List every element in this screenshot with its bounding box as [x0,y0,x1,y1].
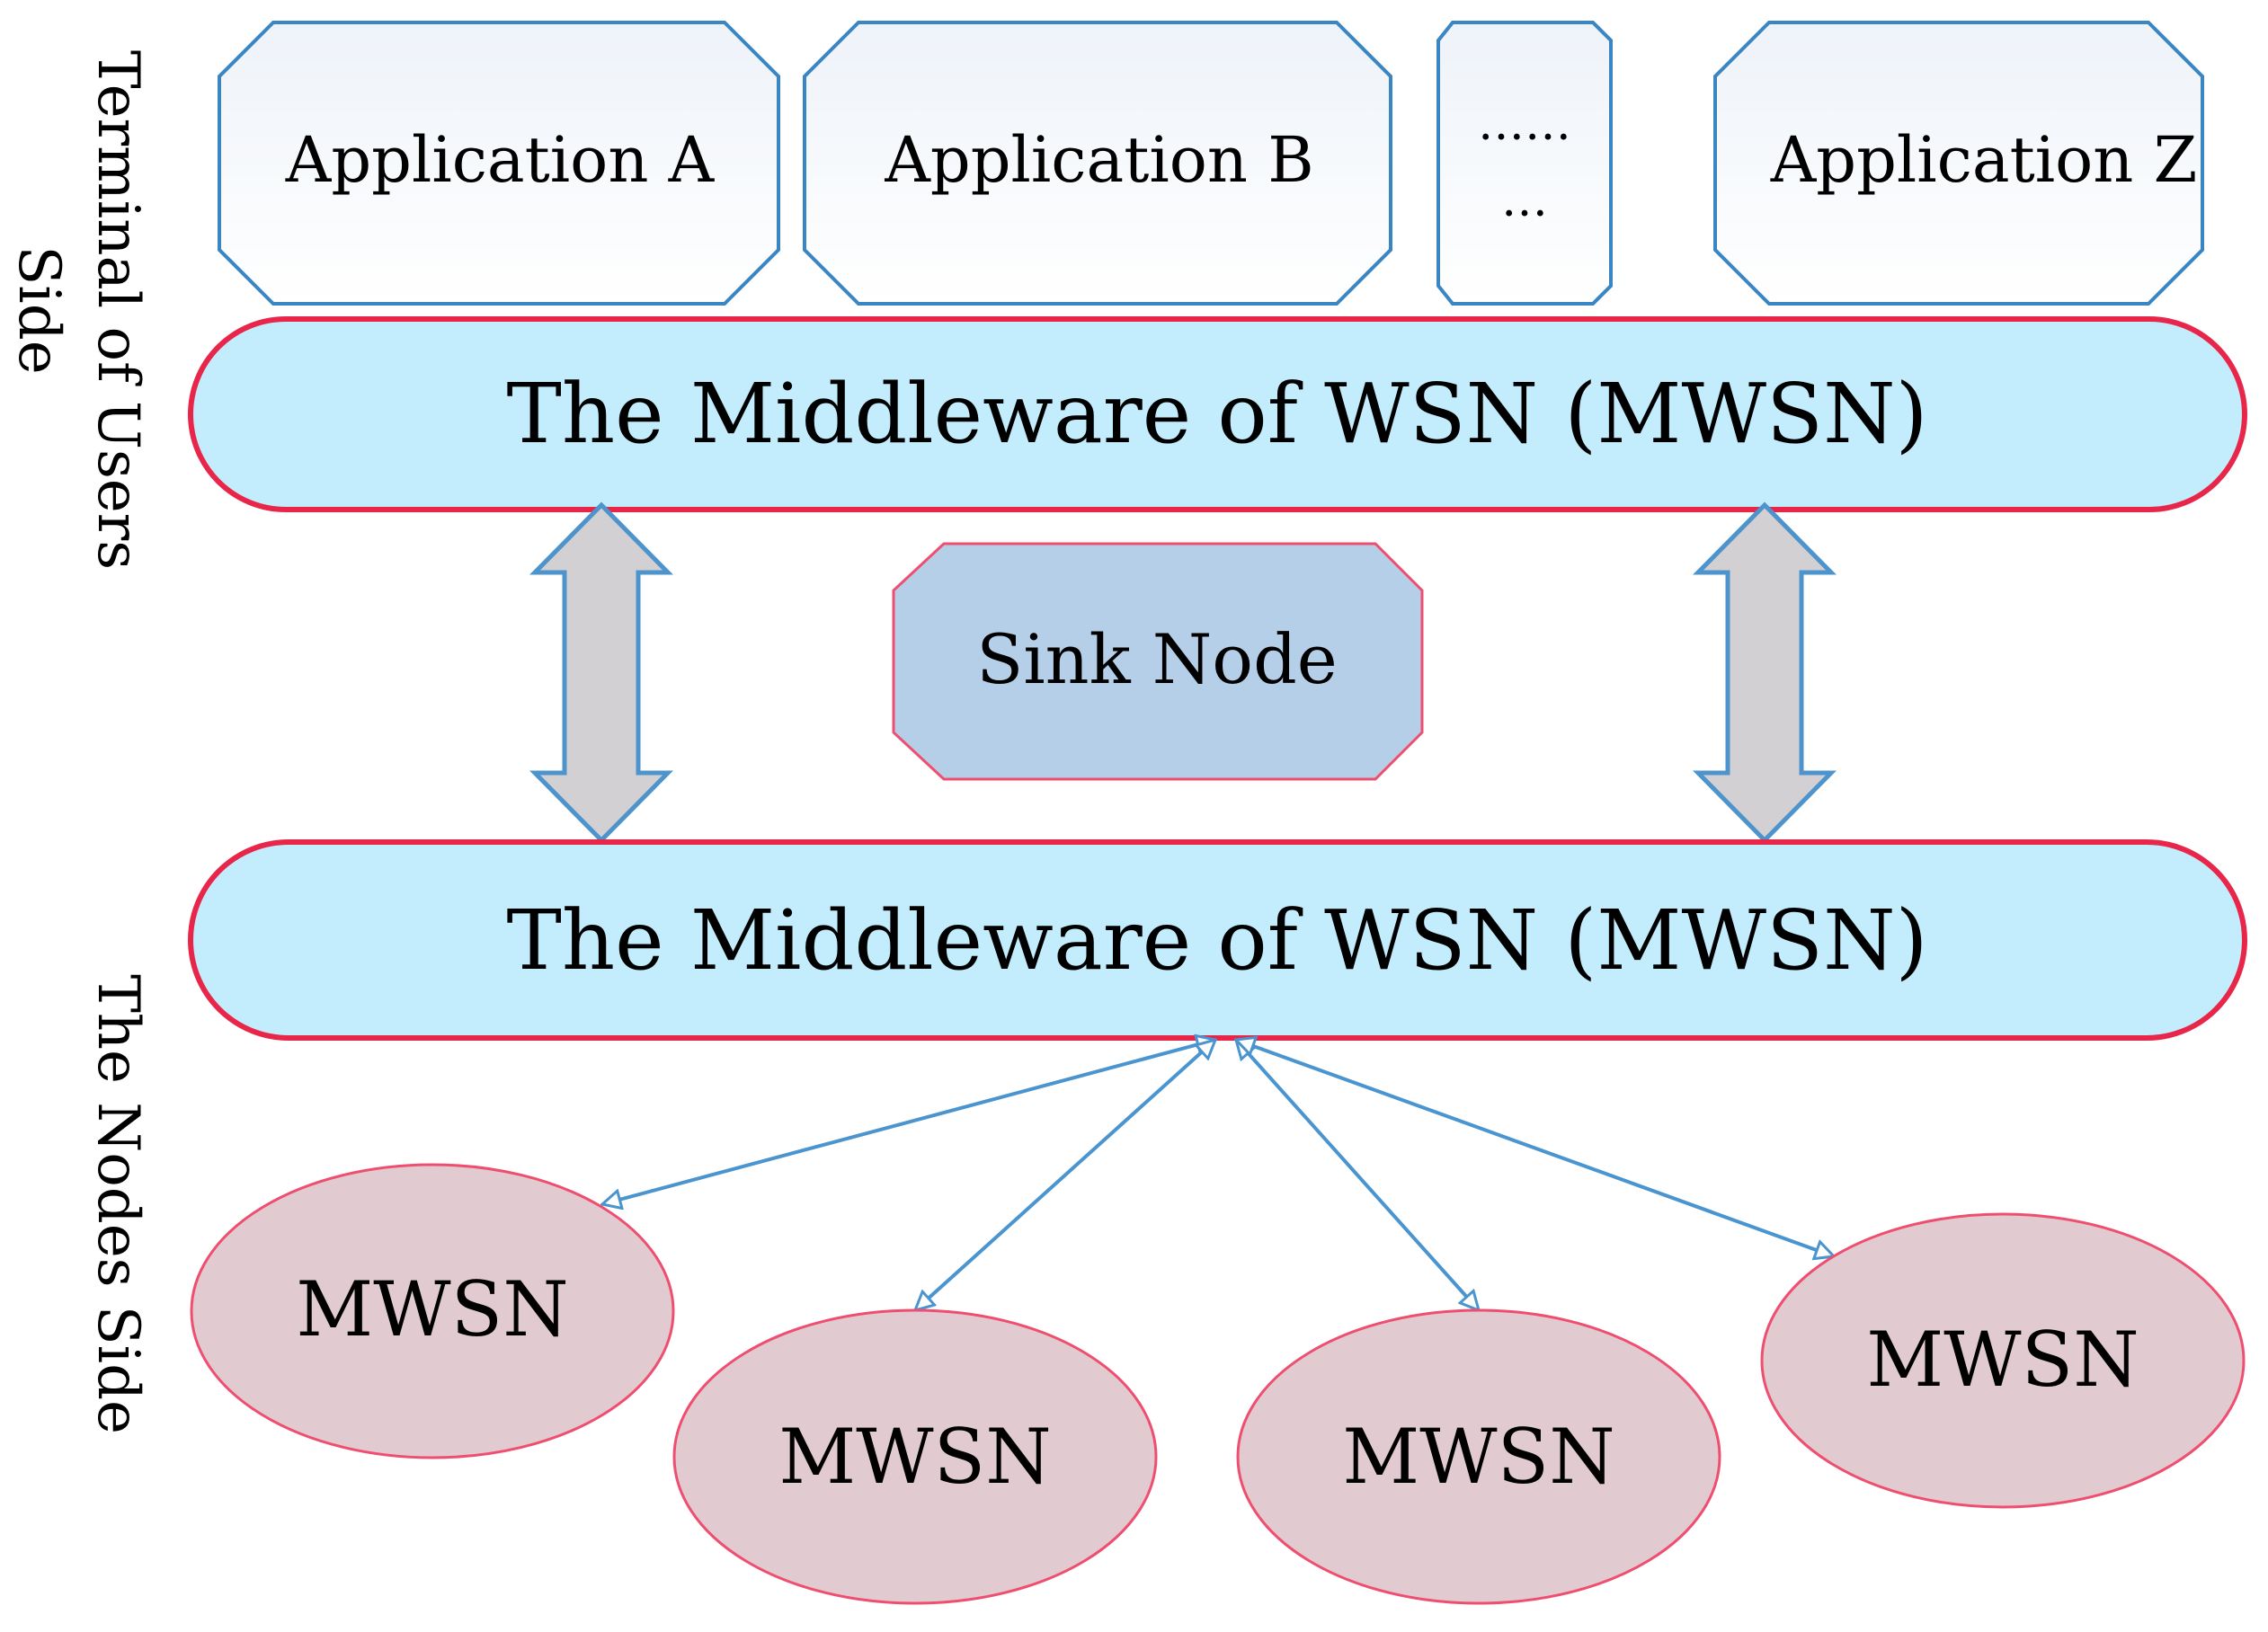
double-arrow-right [1693,501,1837,844]
side-label-nodes: The Nodes Side [84,974,151,1434]
side-label-terminal: Terminal of Users Side [5,50,151,570]
mwsn-node-1: MWSN [190,1163,675,1459]
application-z-box: Application Z [1713,21,2204,306]
middleware-bottom-label: The Middleware of WSN (MWSN) [507,892,1928,989]
mwsn-node-3: MWSN [1236,1308,1721,1605]
application-a-shape [218,21,780,306]
application-a-label: Application A [285,123,716,197]
middleware-top-shape [188,316,2247,512]
middleware-top-bar: The Middleware of WSN (MWSN) [188,316,2247,512]
application-ellipsis-line1: …… [1478,97,1571,151]
application-ellipsis-shape [1436,21,1613,306]
middleware-top-label: The Middleware of WSN (MWSN) [507,366,1928,462]
side-label-terminal-line1: Terminal of Users [84,50,151,570]
application-b-label: Application B [884,123,1313,197]
sink-node-shape [892,542,1424,781]
application-b-shape [803,21,1392,306]
application-z-label: Application Z [1770,123,2198,197]
application-ellipsis-box: …… … [1436,21,1613,306]
mwsn-node-4-label: MWSN [1866,1316,2139,1404]
mwsn-node-2: MWSN [672,1308,1158,1605]
application-a-box: Application A [218,21,780,306]
sink-node-label: Sink Node [976,619,1337,699]
sink-node: Sink Node [892,542,1424,781]
application-b-box: Application B [803,21,1392,306]
middleware-bottom-bar: The Middleware of WSN (MWSN) [188,839,2247,1041]
mwsn-node-2-label: MWSN [778,1413,1051,1501]
mwsn-node-1-label: MWSN [296,1265,568,1353]
application-z-shape [1713,21,2204,306]
mwsn-node-3-shape [1236,1308,1721,1605]
link-node-4 [1236,1040,1834,1256]
mwsn-node-2-shape [672,1308,1158,1605]
mwsn-node-4: MWSN [1760,1212,2246,1509]
mwsn-node-1-shape [190,1163,675,1459]
application-ellipsis-line2: … [1501,173,1548,227]
mwsn-node-3-label: MWSN [1342,1413,1614,1501]
link-node-2 [915,1040,1215,1310]
mwsn-node-4-shape [1760,1212,2246,1509]
double-arrow-left [529,501,673,844]
link-node-3 [1236,1040,1479,1310]
side-label-terminal-line2: Side [5,245,72,374]
